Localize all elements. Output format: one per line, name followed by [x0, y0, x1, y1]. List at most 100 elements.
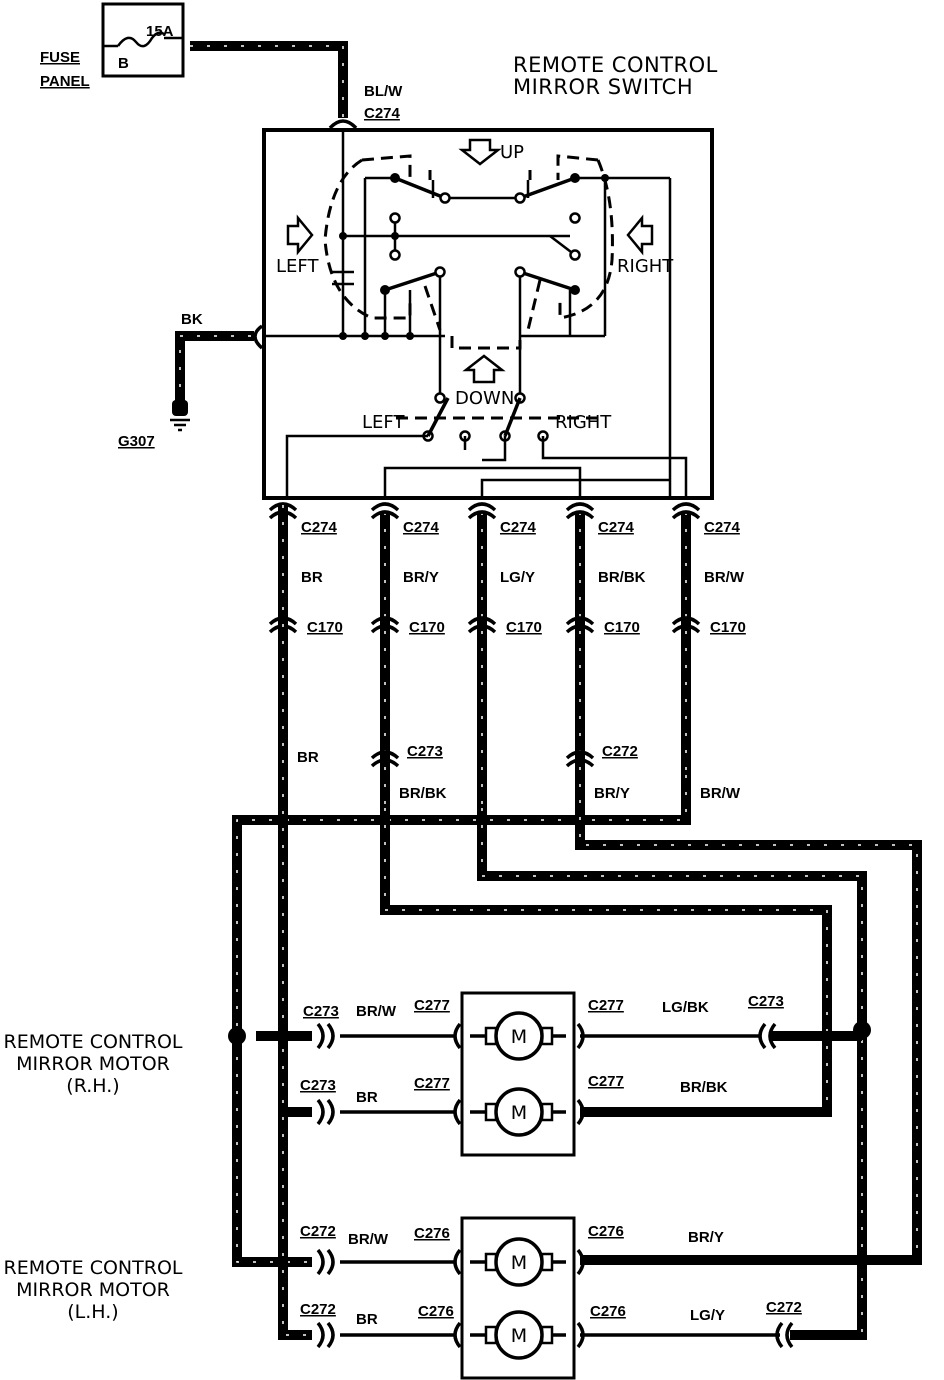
rh-lower-motor: M: [316, 1087, 585, 1137]
motor-connector-right: [576, 1098, 585, 1126]
c274-connector-4: [565, 510, 595, 520]
lh-lower-right-conn: C272: [766, 1299, 802, 1316]
harness-top-color-4: BR/BK: [598, 569, 646, 586]
switch-left-label: LEFT: [276, 256, 319, 277]
rh-lower-motor-conn-right: C277: [588, 1073, 624, 1090]
c170-connector-3-mate: [467, 616, 497, 626]
c274-connector-5-mate: [671, 502, 701, 512]
switch-up-label: UP: [500, 142, 524, 163]
harness-top-color-3: LG/Y: [500, 569, 535, 586]
left-arrow-icon: [286, 214, 314, 256]
junction-label-4: C272: [602, 743, 638, 760]
switch-title-1: REMOTE CONTROL: [513, 53, 718, 77]
lh-lower-left-color: BR: [356, 1311, 378, 1328]
c170-label-3: C170: [506, 619, 542, 636]
lh-motor-title-2: MIRROR MOTOR: [16, 1279, 170, 1301]
rh-upper-right-conn: C273: [748, 993, 784, 1010]
ground-label: G307: [118, 433, 155, 450]
rh-upper-left-color: BR/W: [356, 1003, 397, 1020]
c274-connector-4-mate: [565, 502, 595, 512]
motor-icon: [494, 1087, 544, 1137]
rh-lower-left-color: BR: [356, 1089, 378, 1106]
c274-connector-1-mate: [268, 502, 298, 512]
lh-lower-motor: M: [316, 1310, 585, 1360]
junction-connector-2: [370, 758, 400, 768]
power-wire-connector: C274: [364, 105, 401, 122]
motor-connector-right: [576, 1321, 585, 1349]
rh-lower-left-conn: C273: [300, 1077, 336, 1094]
lh-lower-motor-conn-right: C276: [590, 1303, 626, 1320]
inline-connector-left: [316, 1248, 335, 1276]
lh-upper-motor: M: [316, 1237, 585, 1287]
motor-connector-left: [453, 1248, 462, 1276]
c170-connector-5-mate: [671, 616, 701, 626]
inline-connector-left: [316, 1098, 335, 1126]
inline-connector-left: [316, 1321, 335, 1349]
harness-lower-color-4: BR/Y: [594, 785, 630, 802]
lh-lower-right-color: LG/Y: [690, 1307, 725, 1324]
fuse-terminal: B: [118, 55, 129, 72]
lh-lower-left-conn: C272: [300, 1301, 336, 1318]
fuse-panel-label-2: PANEL: [40, 73, 90, 90]
harness-lower-color-1: BR: [297, 749, 319, 766]
switch-right-label: RIGHT: [617, 256, 674, 277]
switch-title-2: MIRROR SWITCH: [513, 75, 693, 99]
motor-connector-right: [576, 1022, 585, 1050]
harness-lower-color-5: BR/W: [700, 785, 741, 802]
selector-left-label: LEFT: [362, 412, 405, 433]
c170-connector-4-mate: [565, 616, 595, 626]
lh-motor-title-1: REMOTE CONTROL: [4, 1257, 183, 1279]
harness-top-color-1: BR: [301, 569, 323, 586]
rh-motor-title-2: MIRROR MOTOR: [16, 1053, 170, 1075]
power-feed-wire: BL/W C274: [190, 41, 403, 130]
rh-upper-left-conn: C273: [303, 1003, 339, 1020]
c170-connector-4: [565, 624, 595, 634]
lh-motor-title-3: (L.H.): [67, 1301, 118, 1323]
motor-feed-routing: [228, 505, 922, 1340]
lh-upper-right-color: BR/Y: [688, 1229, 724, 1246]
c170-label-2: C170: [409, 619, 445, 636]
motor-connector-right: [576, 1248, 585, 1276]
motor-icon: [494, 1237, 544, 1287]
motor-connector-left: [453, 1022, 462, 1050]
c170-connector-5: [671, 624, 701, 634]
motor-symbol: M: [511, 1252, 527, 1274]
junction-connector-4: [565, 758, 595, 768]
c170-label-1: C170: [307, 619, 343, 636]
motor-symbol: M: [511, 1026, 527, 1048]
c274-label-1: C274: [301, 519, 338, 536]
rh-upper-motor: M: [316, 1011, 585, 1061]
c170-connector-2: [370, 624, 400, 634]
mirror-switch-box: UP DOWN LEFT RIGHT LEFT RIGHT: [262, 128, 714, 500]
selector-right-label: RIGHT: [555, 412, 612, 433]
c170-label-5: C170: [710, 619, 746, 636]
harness-top-color-5: BR/W: [704, 569, 745, 586]
rh-right-inline-connector: [758, 1022, 777, 1050]
motors: M M M M: [316, 1011, 794, 1360]
harness-lower-color-2: BR/BK: [399, 785, 447, 802]
up-arrow-icon: [458, 138, 502, 166]
rh-lower-right-color: BR/BK: [680, 1079, 728, 1096]
switch-down-label: DOWN: [455, 388, 514, 409]
c274-label-4: C274: [598, 519, 635, 536]
ground-circuit: BK G307: [118, 311, 264, 450]
c274-label-5: C274: [704, 519, 741, 536]
rh-motor-title-3: (R.H.): [66, 1075, 119, 1097]
lh-upper-motor-conn-left: C276: [414, 1225, 450, 1242]
c274-connector-2: [370, 510, 400, 520]
c274-connector-5: [671, 510, 701, 520]
motor-icon: [494, 1011, 544, 1061]
rh-upper-right-color: LG/BK: [662, 999, 709, 1016]
c274-label-2: C274: [403, 519, 440, 536]
power-wire-color: BL/W: [364, 83, 403, 100]
right-arrow-icon: [626, 214, 654, 256]
c170-connector-2-mate: [370, 616, 400, 626]
rh-upper-motor-conn-right: C277: [588, 997, 624, 1014]
lh-lower-motor-conn-left: C276: [418, 1303, 454, 1320]
ground-wire-color: BK: [181, 311, 203, 328]
rh-lower-motor-conn-left: C277: [414, 1075, 450, 1092]
c170-connector-3: [467, 624, 497, 634]
inline-connector-left: [316, 1022, 335, 1050]
